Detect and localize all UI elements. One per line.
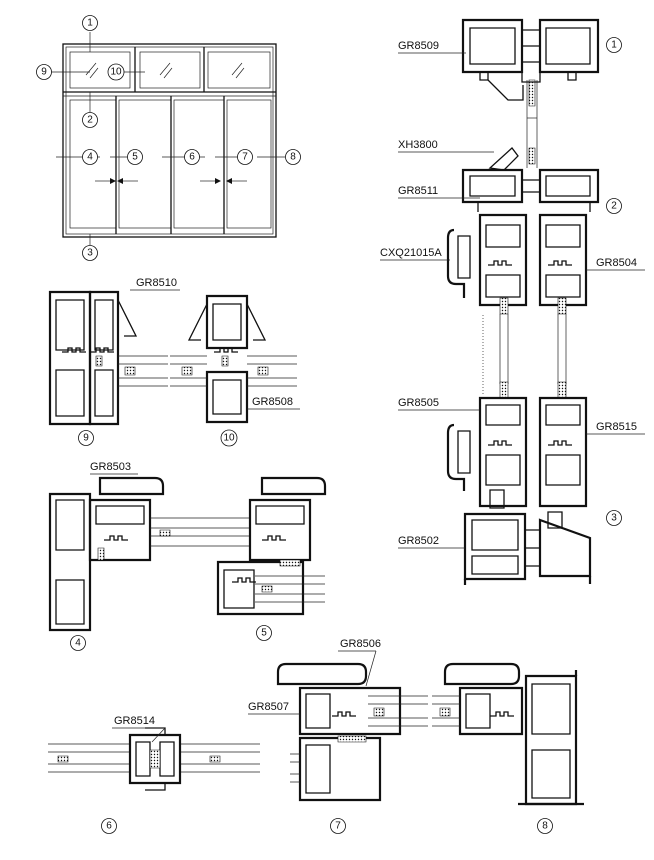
svg-text:1: 1 (87, 18, 93, 29)
label-gr8506: GR8506 (340, 638, 381, 650)
marker-10-detail: 10 (220, 429, 238, 447)
marker-2-section: 2 (606, 198, 622, 214)
leader-lines (90, 52, 645, 743)
label-gr8510: GR8510 (136, 277, 177, 289)
svg-text:2: 2 (87, 115, 93, 126)
label-gr8502: GR8502 (398, 535, 439, 547)
marker-1-section: 1 (606, 37, 622, 53)
svg-text:9: 9 (41, 67, 47, 78)
section-4 (48, 476, 250, 632)
marker-8-elevation: 8 (285, 149, 301, 165)
svg-text:6: 6 (189, 152, 195, 163)
marker-5-detail: 5 (256, 625, 272, 641)
svg-text:8: 8 (542, 821, 548, 832)
marker-6-detail: 6 (101, 818, 117, 834)
marker-9-detail: 9 (78, 430, 94, 446)
svg-text:4: 4 (87, 152, 93, 163)
marker-10-elevation: 10 (107, 63, 125, 81)
vertical-section (446, 18, 600, 585)
svg-text:8: 8 (290, 152, 296, 163)
label-gr8503: GR8503 (90, 461, 131, 473)
section-8 (432, 662, 584, 806)
svg-text:7: 7 (335, 821, 341, 832)
svg-text:3: 3 (611, 513, 617, 524)
svg-text:2: 2 (611, 201, 617, 212)
profile-labels: GR8509 XH3800 GR8511 CXQ21015A GR8504 GR… (90, 40, 637, 727)
label-gr8509: GR8509 (398, 40, 439, 52)
label-gr8515: GR8515 (596, 421, 637, 433)
marker-1-elevation: 1 (82, 15, 98, 31)
label-gr8508: GR8508 (252, 396, 293, 408)
label-gr8514: GR8514 (114, 715, 155, 727)
section-6 (48, 727, 260, 791)
label-xh3800: XH3800 (398, 139, 438, 151)
svg-text:10: 10 (223, 433, 235, 444)
svg-text:5: 5 (261, 628, 267, 639)
svg-text:7: 7 (242, 152, 248, 163)
svg-text:9: 9 (83, 433, 89, 444)
marker-3-section: 3 (606, 510, 622, 526)
marker-7-detail: 7 (330, 818, 346, 834)
section-9 (48, 290, 168, 426)
marker-9-elevation: 9 (36, 64, 52, 80)
marker-4-elevation: 4 (82, 149, 98, 165)
marker-4-detail: 4 (70, 635, 86, 651)
marker-8-detail: 8 (537, 818, 553, 834)
marker-5-elevation: 5 (127, 149, 143, 165)
marker-2-elevation: 2 (82, 112, 98, 128)
section-5 (216, 476, 327, 616)
section-7 (276, 662, 428, 802)
svg-text:3: 3 (87, 248, 93, 259)
svg-text:6: 6 (106, 821, 112, 832)
number-markers: 1 9 10 2 4 5 6 7 8 3 1 2 3 9 10 4 5 6 7 … (36, 15, 622, 834)
marker-6-elevation: 6 (184, 149, 200, 165)
label-gr8504: GR8504 (596, 257, 637, 269)
marker-3-elevation: 3 (82, 245, 98, 261)
svg-text:1: 1 (611, 40, 617, 51)
svg-text:4: 4 (75, 638, 81, 649)
label-gr8505: GR8505 (398, 397, 439, 409)
svg-text:10: 10 (110, 67, 122, 78)
marker-7-elevation: 7 (237, 149, 253, 165)
window-elevation (50, 32, 285, 245)
label-gr8511: GR8511 (398, 185, 438, 197)
svg-text:5: 5 (132, 152, 138, 163)
label-gr8507: GR8507 (248, 701, 289, 713)
section-10 (170, 294, 297, 424)
label-cxq21015a: CXQ21015A (380, 247, 442, 259)
